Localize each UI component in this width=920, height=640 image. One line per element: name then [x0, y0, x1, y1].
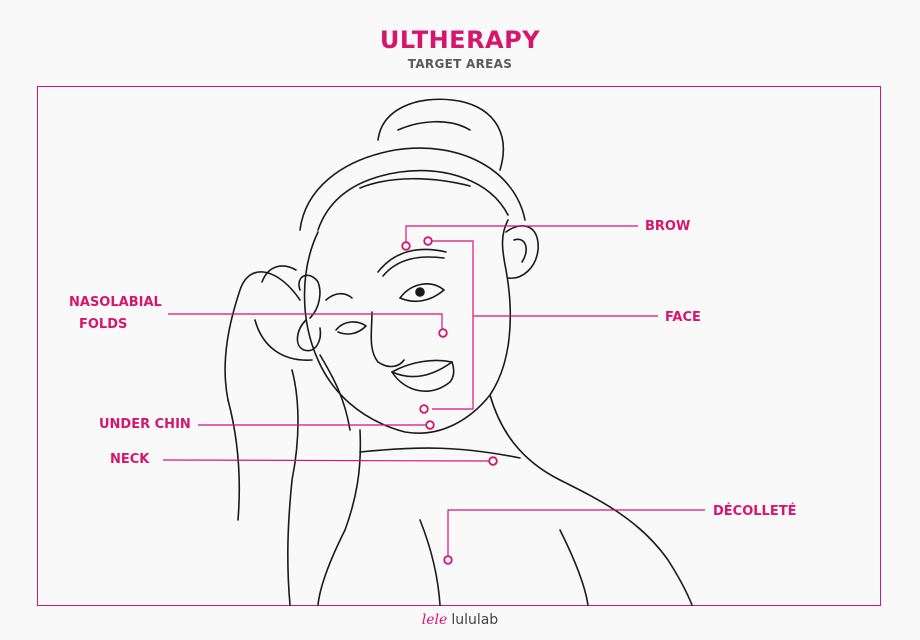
diagram-frame: [37, 86, 881, 606]
label-face: FACE: [665, 310, 701, 325]
leader-lines: [162, 225, 705, 556]
label-under-chin: UNDER CHIN: [99, 417, 191, 432]
decollete-marker: [443, 555, 453, 565]
nasolabial-marker: [438, 328, 448, 338]
label-nasolabial-line1: NASOLABIAL: [69, 295, 162, 310]
label-neck: NECK: [110, 452, 150, 467]
brand-name: lululab: [451, 612, 499, 628]
label-brow: BROW: [645, 219, 691, 234]
brow-marker-left: [401, 241, 411, 251]
diagram-title: ULTHERAPY: [379, 26, 541, 54]
brow-marker-right: [423, 236, 433, 246]
label-decollete: DÉCOLLETÉ: [713, 504, 797, 519]
line-art: [224, 98, 693, 606]
face-marker-jaw: [419, 404, 429, 414]
under-chin-marker: [425, 420, 435, 430]
neck-marker: [488, 456, 498, 466]
brand-mark: lele: [421, 612, 448, 628]
label-nasolabial-line2: FOLDS: [79, 317, 128, 332]
diagram-subtitle: TARGET AREAS: [407, 57, 513, 71]
